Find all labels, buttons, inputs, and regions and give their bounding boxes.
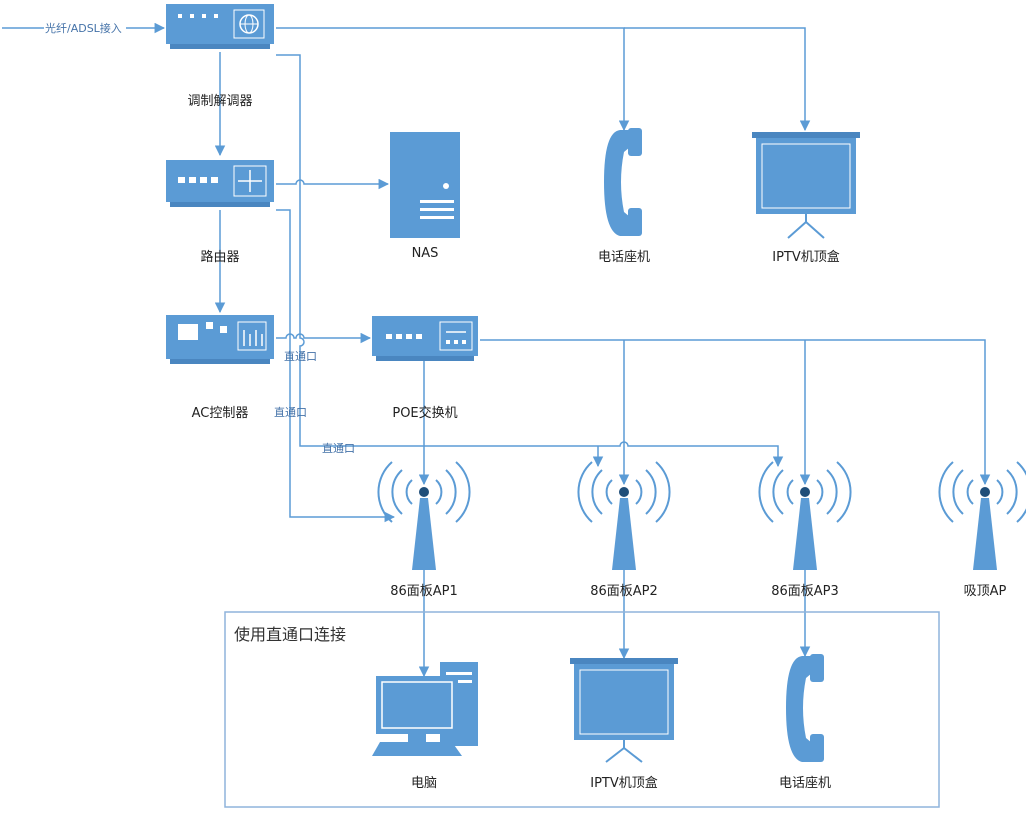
- passthrough-group-box: [224, 611, 940, 808]
- ap2-antenna-icon: [577, 461, 671, 570]
- iptv-top-label: IPTV机顶盒: [772, 250, 840, 265]
- modem-label: 调制解调器: [187, 94, 253, 109]
- poe-switch-device-icon: [372, 316, 478, 361]
- phone-top-label: 电话座机: [597, 250, 651, 265]
- phone-bottom-icon: [786, 654, 824, 762]
- ap2-label: 86面板AP2: [590, 584, 658, 599]
- passthrough-label-3: 直通口: [322, 442, 355, 455]
- passthrough-label-2: 直通口: [274, 406, 307, 419]
- phone-bottom-label: 电话座机: [778, 776, 832, 791]
- line-modem-phone: [276, 27, 630, 132]
- modem-device-icon: [166, 4, 274, 49]
- line-modem-iptv: [624, 27, 811, 132]
- phone-top-icon: [604, 128, 642, 236]
- pc-computer-icon: [372, 662, 478, 756]
- input-label: 光纤/ADSL接入: [45, 22, 122, 35]
- nas-label: NAS: [411, 246, 439, 261]
- ac-controller-label: AC控制器: [191, 406, 249, 421]
- ceiling-ap-label: 吸顶AP: [963, 584, 1007, 599]
- ap1-label: 86面板AP1: [390, 584, 458, 599]
- iptv-bottom-label: IPTV机顶盒: [590, 776, 658, 791]
- connection-lines: [2, 22, 991, 678]
- line-poe-bus: [480, 339, 991, 486]
- ac-controller-device-icon: [166, 315, 274, 364]
- ap1-antenna-icon: [377, 461, 471, 570]
- line-ac-poe: [276, 332, 372, 344]
- group-title: 使用直通口连接: [234, 625, 347, 644]
- line-modem-passthrough: [276, 54, 784, 468]
- line-router-nas: [276, 178, 390, 190]
- pc-label: 电脑: [410, 776, 438, 791]
- passthrough-label-1: 直通口: [284, 350, 317, 363]
- ap3-antenna-icon: [758, 461, 852, 570]
- nas-server-icon: [390, 132, 460, 238]
- router-device-icon: [166, 160, 274, 207]
- router-label: 路由器: [200, 250, 240, 265]
- iptv-top-icon: [752, 132, 860, 239]
- ceiling-ap-antenna-icon: [938, 461, 1026, 570]
- iptv-bottom-icon: [570, 658, 678, 763]
- ap3-label: 86面板AP3: [771, 584, 839, 599]
- line-router-ap1: [276, 209, 396, 523]
- poe-switch-label: POE交换机: [392, 406, 458, 421]
